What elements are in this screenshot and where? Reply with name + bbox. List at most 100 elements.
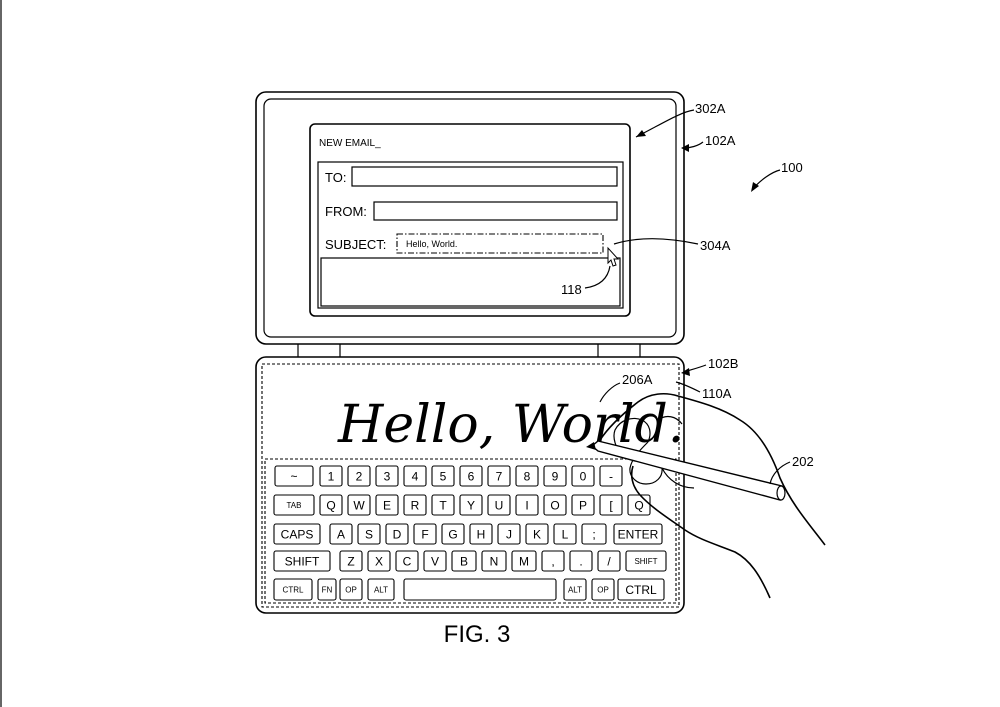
key-cap[interactable] bbox=[469, 523, 493, 545]
key-cap[interactable] bbox=[515, 465, 539, 487]
key-cap[interactable] bbox=[273, 578, 313, 601]
key-n-r3c6[interactable]: N bbox=[481, 550, 507, 572]
key-op-r4c2[interactable]: OP bbox=[339, 578, 363, 601]
key-cap[interactable] bbox=[591, 578, 615, 601]
key-cap[interactable] bbox=[451, 550, 477, 572]
key-m-r3c7[interactable]: M bbox=[511, 550, 537, 572]
key-q-r1c12[interactable]: Q bbox=[627, 494, 651, 516]
key-alt-r4c5[interactable]: ALT bbox=[563, 578, 587, 601]
key-7-r0c7[interactable]: 7 bbox=[487, 465, 511, 487]
key-cap[interactable] bbox=[571, 465, 595, 487]
key-cap[interactable] bbox=[599, 494, 623, 516]
key-cap[interactable] bbox=[317, 578, 337, 601]
key-cap[interactable] bbox=[497, 523, 521, 545]
key-cap[interactable] bbox=[413, 523, 437, 545]
key-cap[interactable] bbox=[487, 465, 511, 487]
key-cap[interactable] bbox=[347, 465, 371, 487]
key-cap[interactable] bbox=[441, 523, 465, 545]
key-tilde-r0c0[interactable]: ~ bbox=[274, 465, 314, 487]
key-cap[interactable] bbox=[375, 465, 399, 487]
key-cap[interactable] bbox=[339, 578, 363, 601]
key-p-r1c10[interactable]: P bbox=[571, 494, 595, 516]
key-r-r1c4[interactable]: R bbox=[403, 494, 427, 516]
message-body[interactable] bbox=[320, 257, 621, 307]
key-cap[interactable] bbox=[581, 523, 607, 545]
key-cap[interactable] bbox=[319, 494, 343, 516]
key-cap[interactable] bbox=[339, 550, 363, 572]
key-x-r3c2[interactable]: X bbox=[367, 550, 391, 572]
key-f-r2c4[interactable]: F bbox=[413, 523, 437, 545]
key-cap[interactable] bbox=[515, 494, 539, 516]
key-minus-r0c11[interactable]: - bbox=[599, 465, 623, 487]
key-d-r2c3[interactable]: D bbox=[385, 523, 409, 545]
key-cap[interactable] bbox=[511, 550, 537, 572]
key-cap[interactable] bbox=[571, 494, 595, 516]
key-cap[interactable] bbox=[563, 578, 587, 601]
key-cap[interactable] bbox=[459, 494, 483, 516]
key-cap[interactable] bbox=[459, 465, 483, 487]
key-h-r2c6[interactable]: H bbox=[469, 523, 493, 545]
key-cap[interactable] bbox=[431, 494, 455, 516]
key-cap[interactable] bbox=[403, 494, 427, 516]
key-comma-r3c8[interactable]: , bbox=[541, 550, 565, 572]
key-cap[interactable] bbox=[487, 494, 511, 516]
key-cap[interactable] bbox=[347, 494, 371, 516]
key-cap[interactable] bbox=[599, 465, 623, 487]
key-cap[interactable] bbox=[625, 550, 667, 572]
key-enter-r2c11[interactable]: ENTER bbox=[613, 523, 663, 545]
key-cap[interactable] bbox=[431, 465, 455, 487]
to-field[interactable] bbox=[351, 166, 618, 187]
key-cap[interactable] bbox=[375, 494, 399, 516]
key-k-r2c8[interactable]: K bbox=[525, 523, 549, 545]
key-cap[interactable] bbox=[367, 550, 391, 572]
key-s-r2c2[interactable]: S bbox=[357, 523, 381, 545]
key-cap[interactable] bbox=[543, 465, 567, 487]
key-u-r1c7[interactable]: U bbox=[487, 494, 511, 516]
key-slash-r3c10[interactable]: / bbox=[597, 550, 621, 572]
key-alt-r4c3[interactable]: ALT bbox=[367, 578, 395, 601]
key-2-r0c2[interactable]: 2 bbox=[347, 465, 371, 487]
key-cap[interactable] bbox=[597, 550, 621, 572]
key-cap[interactable] bbox=[525, 523, 549, 545]
key-fn-r4c1[interactable]: FN bbox=[317, 578, 337, 601]
key-3-r0c3[interactable]: 3 bbox=[375, 465, 399, 487]
key-space-r4c4[interactable] bbox=[403, 578, 557, 601]
key-8-r0c8[interactable]: 8 bbox=[515, 465, 539, 487]
key-cap[interactable] bbox=[403, 578, 557, 601]
key-0-r0c10[interactable]: 0 bbox=[571, 465, 595, 487]
key-o-r1c9[interactable]: O bbox=[543, 494, 567, 516]
key-bracket-r1c11[interactable]: [ bbox=[599, 494, 623, 516]
key-cap[interactable] bbox=[273, 523, 321, 545]
key-cap[interactable] bbox=[543, 494, 567, 516]
key-v-r3c4[interactable]: V bbox=[423, 550, 447, 572]
key-5-r0c5[interactable]: 5 bbox=[431, 465, 455, 487]
key-semicolon-r2c10[interactable]: ; bbox=[581, 523, 607, 545]
key-j-r2c7[interactable]: J bbox=[497, 523, 521, 545]
key-4-r0c4[interactable]: 4 bbox=[403, 465, 427, 487]
key-ctrl-r4c7[interactable]: CTRL bbox=[617, 578, 665, 601]
key-tab-r1c0[interactable]: TAB bbox=[273, 494, 315, 516]
key-period-r3c9[interactable]: . bbox=[569, 550, 593, 572]
key-cap[interactable] bbox=[367, 578, 395, 601]
key-q-r1c1[interactable]: Q bbox=[319, 494, 343, 516]
key-cap[interactable] bbox=[357, 523, 381, 545]
key-ctrl-r4c0[interactable]: CTRL bbox=[273, 578, 313, 601]
key-cap[interactable] bbox=[569, 550, 593, 572]
key-op-r4c6[interactable]: OP bbox=[591, 578, 615, 601]
key-cap[interactable] bbox=[403, 465, 427, 487]
key-y-r1c6[interactable]: Y bbox=[459, 494, 483, 516]
key-cap[interactable] bbox=[274, 465, 314, 487]
key-i-r1c8[interactable]: I bbox=[515, 494, 539, 516]
key-cap[interactable] bbox=[541, 550, 565, 572]
key-g-r2c5[interactable]: G bbox=[441, 523, 465, 545]
key-b-r3c5[interactable]: B bbox=[451, 550, 477, 572]
key-t-r1c5[interactable]: T bbox=[431, 494, 455, 516]
key-caps-r2c0[interactable]: CAPS bbox=[273, 523, 321, 545]
key-9-r0c9[interactable]: 9 bbox=[543, 465, 567, 487]
key-shift-r3c0[interactable]: SHIFT bbox=[273, 550, 331, 572]
key-cap[interactable] bbox=[319, 465, 343, 487]
key-cap[interactable] bbox=[613, 523, 663, 545]
key-l-r2c9[interactable]: L bbox=[553, 523, 577, 545]
key-a-r2c1[interactable]: A bbox=[329, 523, 353, 545]
key-shift-r3c11[interactable]: SHIFT bbox=[625, 550, 667, 572]
